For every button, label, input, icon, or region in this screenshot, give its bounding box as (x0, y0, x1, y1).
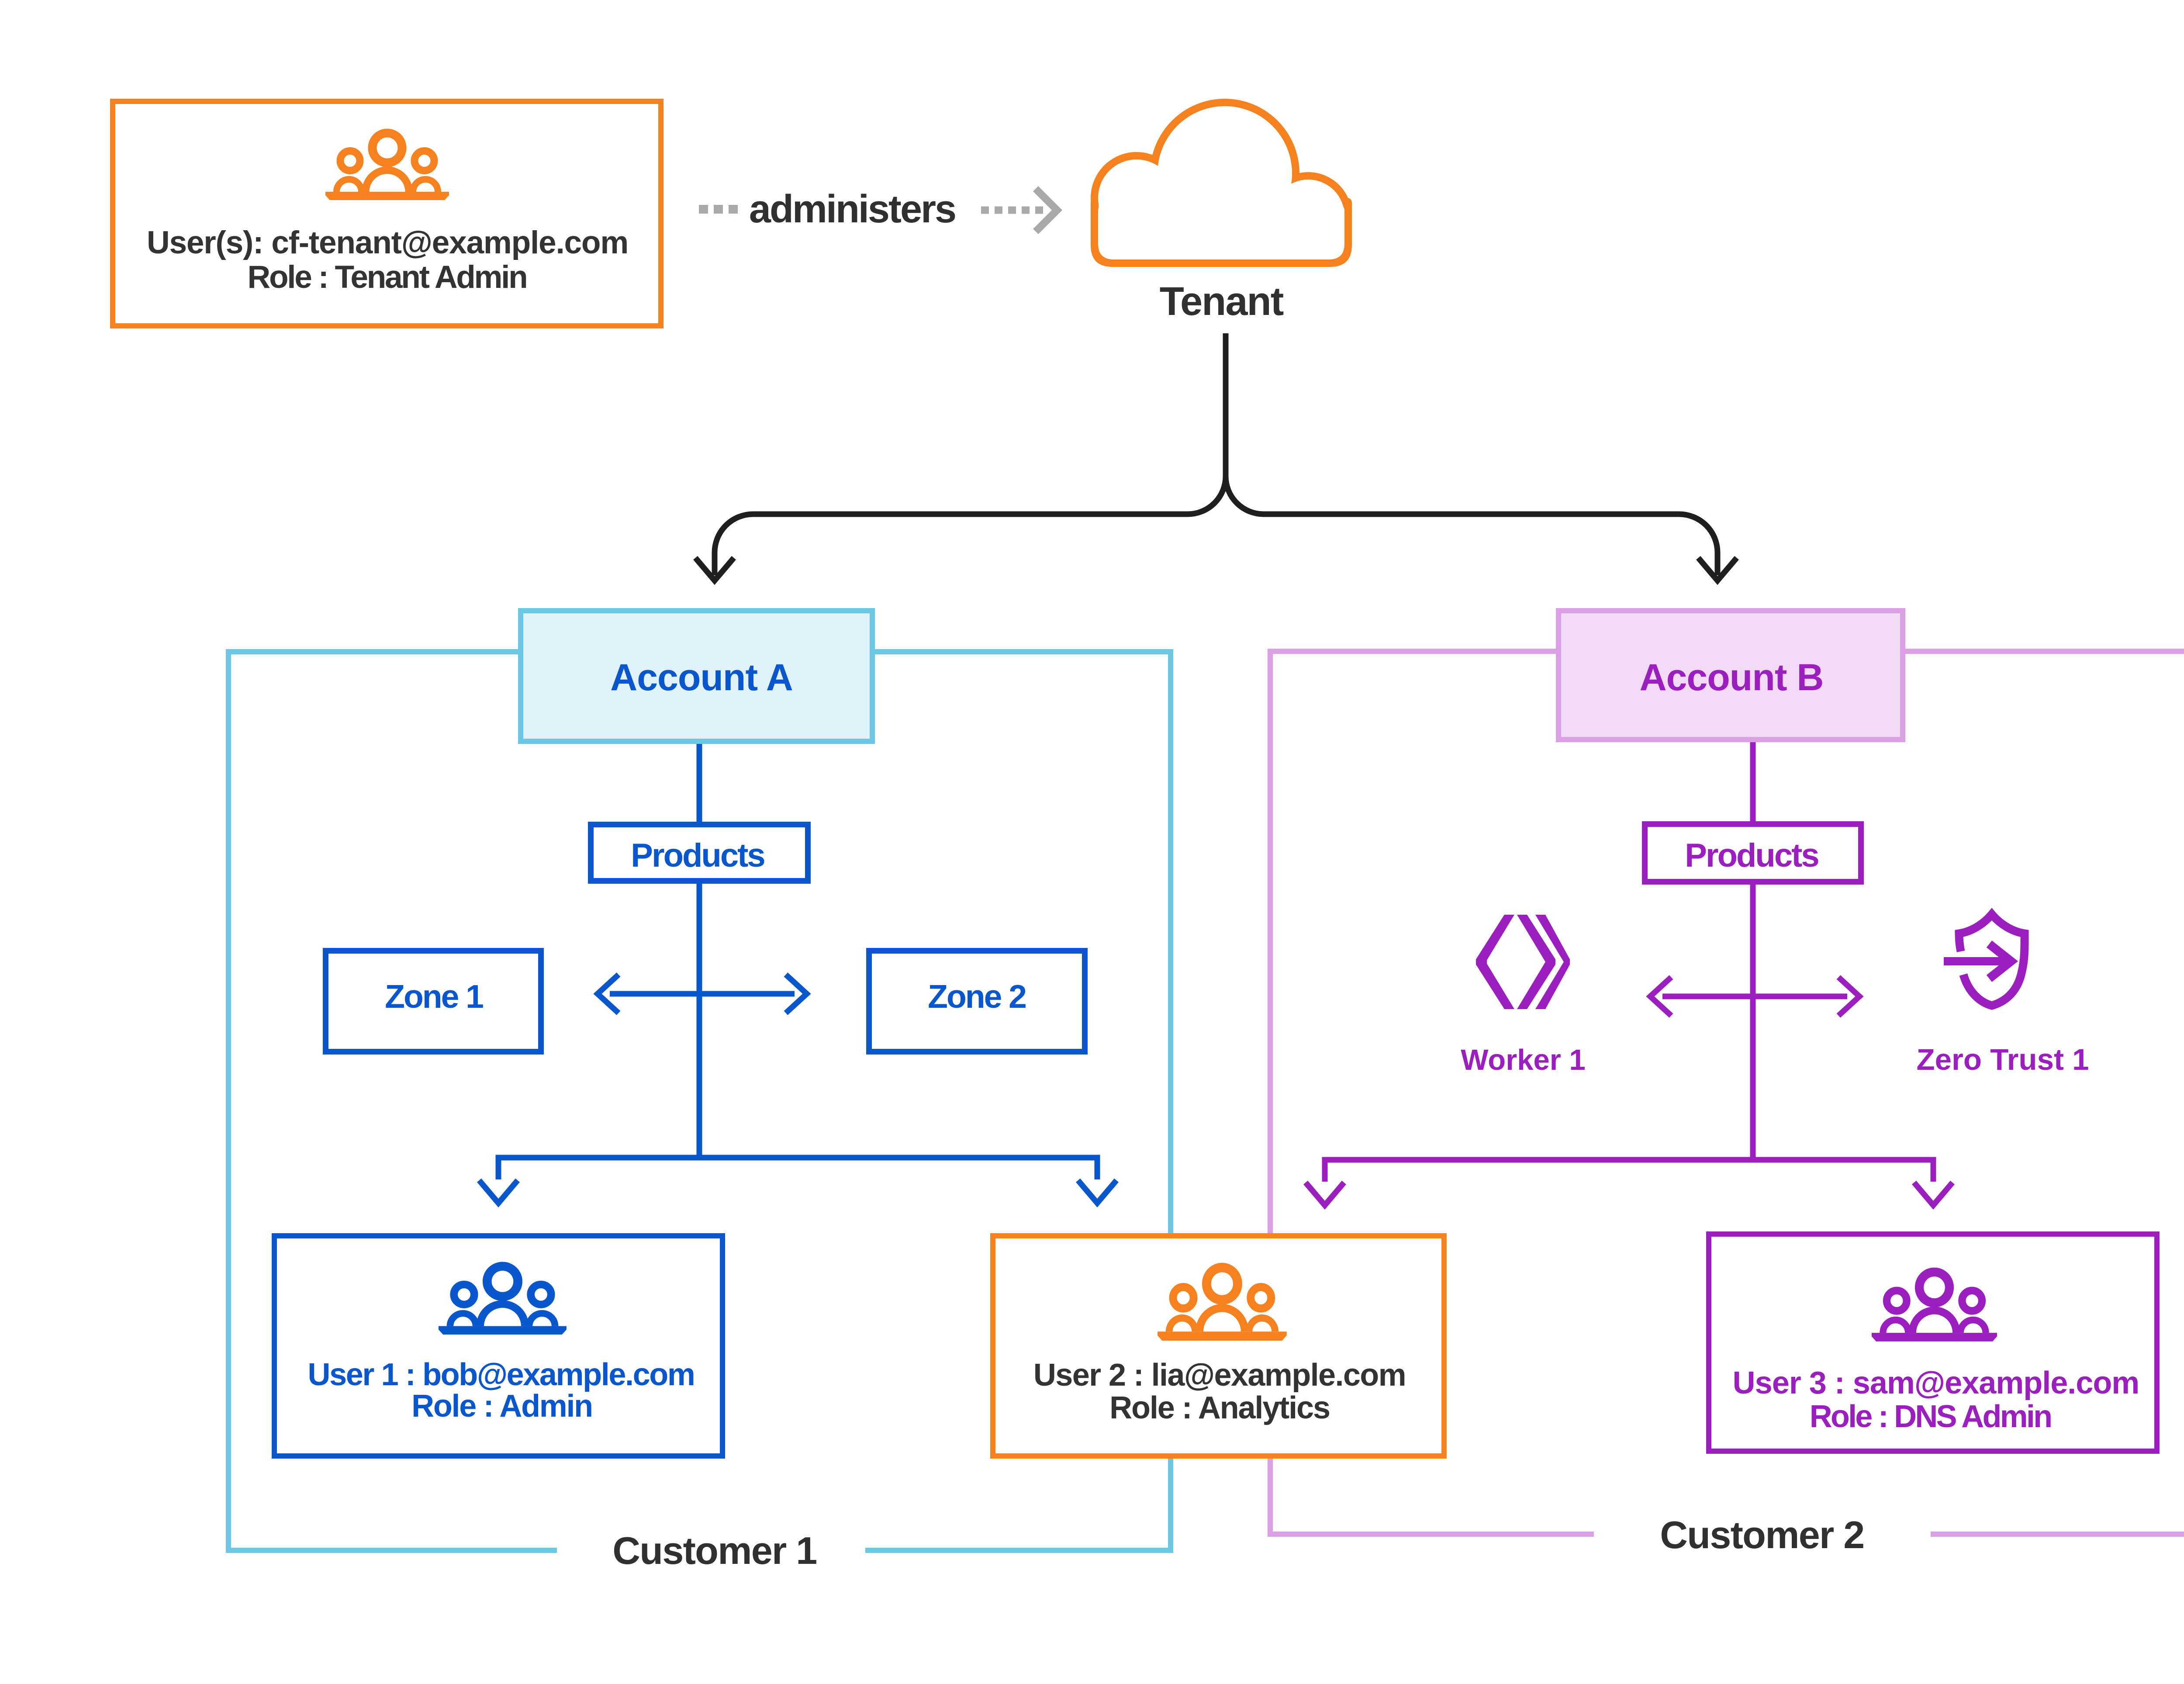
svg-text:Role : Admin: Role : Admin (411, 1389, 592, 1424)
svg-text:Role : DNS Admin: Role : DNS Admin (1810, 1399, 2051, 1434)
svg-text:Role : Analytics: Role : Analytics (1109, 1390, 1330, 1425)
svg-text:Account A: Account A (610, 657, 793, 698)
svg-text:Account B: Account B (1640, 657, 1824, 698)
svg-text:User 3 : sam@example.com: User 3 : sam@example.com (1733, 1366, 2139, 1400)
svg-text:User 2 : lia@example.com: User 2 : lia@example.com (1033, 1358, 1406, 1393)
svg-text:Zone 1: Zone 1 (385, 978, 483, 1015)
svg-text:Products: Products (1685, 837, 1818, 874)
svg-text:Zero Trust 1: Zero Trust 1 (1917, 1043, 2089, 1076)
svg-text:User(s): cf-tenant@example.com: User(s): cf-tenant@example.com (147, 225, 628, 260)
svg-text:Customer 1: Customer 1 (612, 1529, 816, 1572)
svg-text:Zone 2: Zone 2 (928, 978, 1026, 1015)
svg-text:Tenant: Tenant (1160, 279, 1284, 324)
svg-text:Customer 2: Customer 2 (1660, 1513, 1864, 1556)
svg-text:administers: administers (749, 187, 955, 231)
svg-text:Worker 1: Worker 1 (1461, 1044, 1586, 1076)
svg-text:Products: Products (631, 837, 764, 874)
svg-text:Role : Tenant Admin: Role : Tenant Admin (248, 259, 527, 295)
svg-text:User 1 : bob@example.com: User 1 : bob@example.com (308, 1357, 695, 1392)
